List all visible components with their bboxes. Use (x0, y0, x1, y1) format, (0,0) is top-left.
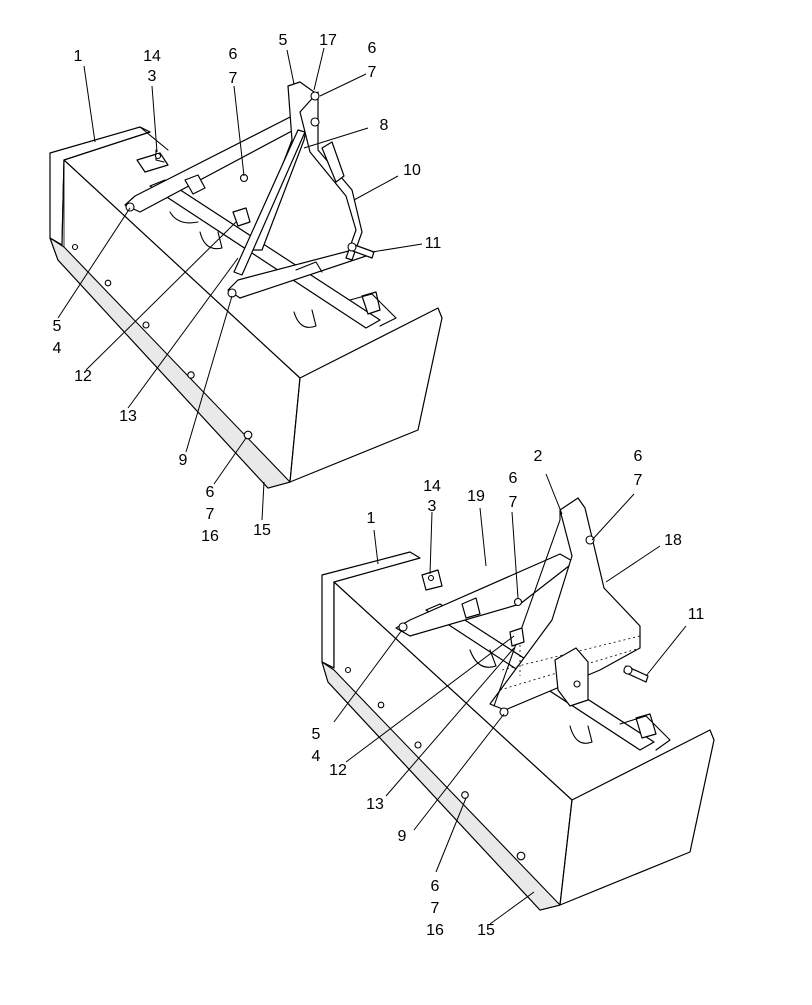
callout-lower-7c: 7 (430, 900, 440, 917)
callout-lower-11: 11 (687, 606, 705, 623)
lower-box-scraper (321, 497, 715, 911)
upper-cutting-edge (49, 237, 291, 489)
lower-moldboard (321, 581, 573, 911)
callout-lower-14: 14 (423, 478, 441, 495)
upper-box-scraper (49, 81, 443, 489)
callout-upper-4: 4 (52, 340, 62, 357)
upper-bracket-1 (136, 152, 169, 173)
callout-upper-13: 13 (119, 408, 137, 425)
callout-lower-6c: 6 (430, 878, 440, 895)
callout-lower-5: 5 (311, 726, 321, 743)
callout-upper-17: 17 (319, 32, 337, 49)
callout-upper-5b: 5 (52, 318, 62, 335)
callout-upper-1: 1 (73, 48, 83, 65)
callout-upper-10: 10 (403, 162, 421, 179)
callout-lower-18: 18 (664, 532, 682, 549)
lower-top-frame (395, 553, 575, 637)
lower-right-end-plate (559, 729, 715, 906)
callout-lower-19: 19 (467, 488, 485, 505)
callout-lower-3: 3 (427, 498, 437, 515)
callout-lower-7b: 7 (633, 472, 643, 489)
callout-lower-12: 12 (329, 762, 347, 779)
upper-u-bolt (199, 231, 223, 250)
lower-cutting-edge (321, 661, 561, 911)
callout-upper-7b: 7 (367, 64, 377, 81)
callout-upper-14: 14 (143, 48, 161, 65)
callout-upper-7c: 7 (205, 506, 215, 523)
callout-upper-12: 12 (74, 368, 92, 385)
callout-lower-1: 1 (366, 510, 376, 527)
callout-lower-15: 15 (477, 922, 495, 939)
callout-lower-6b: 6 (633, 448, 643, 465)
callout-upper-6a: 6 (228, 46, 238, 63)
lower-hitch-clamp (554, 647, 589, 707)
callout-lower-9: 9 (397, 828, 407, 845)
callout-upper-5a: 5 (278, 32, 288, 49)
callout-upper-3: 3 (147, 68, 157, 85)
callout-lower-7a: 7 (508, 494, 518, 511)
leader-lines (57, 47, 687, 925)
upper-mast-brace (299, 91, 363, 261)
callout-upper-15: 15 (253, 522, 271, 539)
upper-main-beam (149, 179, 381, 329)
callout-upper-7a: 7 (228, 70, 238, 87)
callout-upper-9: 9 (178, 452, 188, 469)
callout-lower-16: 16 (426, 922, 444, 939)
callout-upper-6b: 6 (367, 40, 377, 57)
upper-diagonal-brace (233, 129, 306, 276)
upper-right-end-plate (289, 307, 443, 483)
callout-upper-11: 11 (424, 235, 442, 252)
callout-upper-8: 8 (379, 117, 389, 134)
callout-lower-13: 13 (366, 796, 384, 813)
callout-upper-16: 16 (201, 528, 219, 545)
callout-lower-4: 4 (311, 748, 321, 765)
callout-lower-6a: 6 (508, 470, 518, 487)
callout-upper-6c: 6 (205, 484, 215, 501)
lower-a-frame (489, 497, 641, 711)
callout-lower-2: 2 (533, 448, 543, 465)
